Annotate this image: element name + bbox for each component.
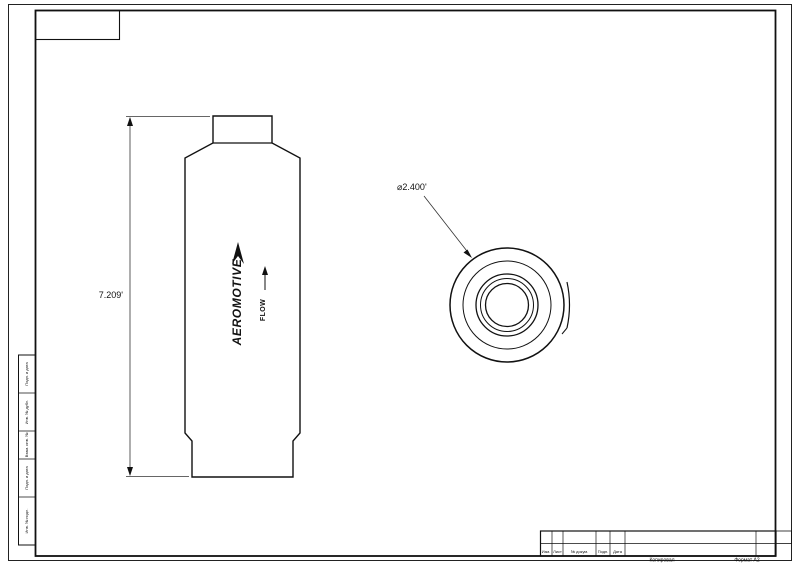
diameter-dimension-label: ⌀2.400' <box>397 182 427 192</box>
leader-arrow <box>463 249 472 258</box>
strip-label: Инв. № подл. <box>24 509 29 534</box>
port-outer-circle <box>475 273 539 337</box>
title-col-label: Подп. <box>598 549 609 554</box>
aeromotive-logo-text: AEROMOTIVE <box>230 258 244 346</box>
filter-side-view: AEROMOTIVE FLOW <box>184 115 301 478</box>
dimension-arrow-down <box>127 467 133 476</box>
title-col-label: Изм. <box>542 549 551 554</box>
outer-border <box>8 4 792 561</box>
leader-line <box>423 195 471 256</box>
length-dimension: 7.209' <box>99 116 210 477</box>
inner-frame <box>34 9 777 557</box>
title-col-label: Дата <box>613 549 623 554</box>
port-inner-circle <box>484 282 530 328</box>
margin-strip-table: Подп. и дата Инв. № дубл. Взам. инв. № П… <box>18 354 36 546</box>
length-dimension-label: 7.209' <box>99 290 124 300</box>
dimension-arrow-up <box>127 117 133 126</box>
diameter-dimension: ⌀2.400' <box>397 182 472 258</box>
copied-label: Копировал <box>649 558 674 564</box>
strip-label: Взам. инв. № <box>24 433 29 458</box>
clip-tab-tick <box>561 327 568 335</box>
format-label: Формат А2 <box>734 558 759 564</box>
title-col-label: Лист <box>553 549 562 554</box>
aeromotive-logo-mark <box>232 242 244 264</box>
sheet-corner-box <box>775 530 792 544</box>
outer-circle <box>449 247 565 363</box>
title-block: Изм. Лист № докум. Подп. Дата Копировал … <box>539 530 792 564</box>
strip-label: Подп. и дата <box>24 465 29 489</box>
ring-circle <box>462 260 552 350</box>
zone-box <box>34 9 121 41</box>
filter-end-view <box>449 247 571 363</box>
flow-arrow-head <box>262 266 268 275</box>
sheet-borders <box>8 4 792 561</box>
title-col-label: № докум. <box>571 549 589 554</box>
flow-label: FLOW <box>260 299 267 321</box>
port-mid-circle <box>480 278 534 332</box>
clip-tab-line <box>566 281 571 329</box>
strip-label: Инв. № дубл. <box>24 400 29 425</box>
margin-strip-outline <box>18 354 36 546</box>
strip-label: Подп. и дата <box>24 361 29 385</box>
